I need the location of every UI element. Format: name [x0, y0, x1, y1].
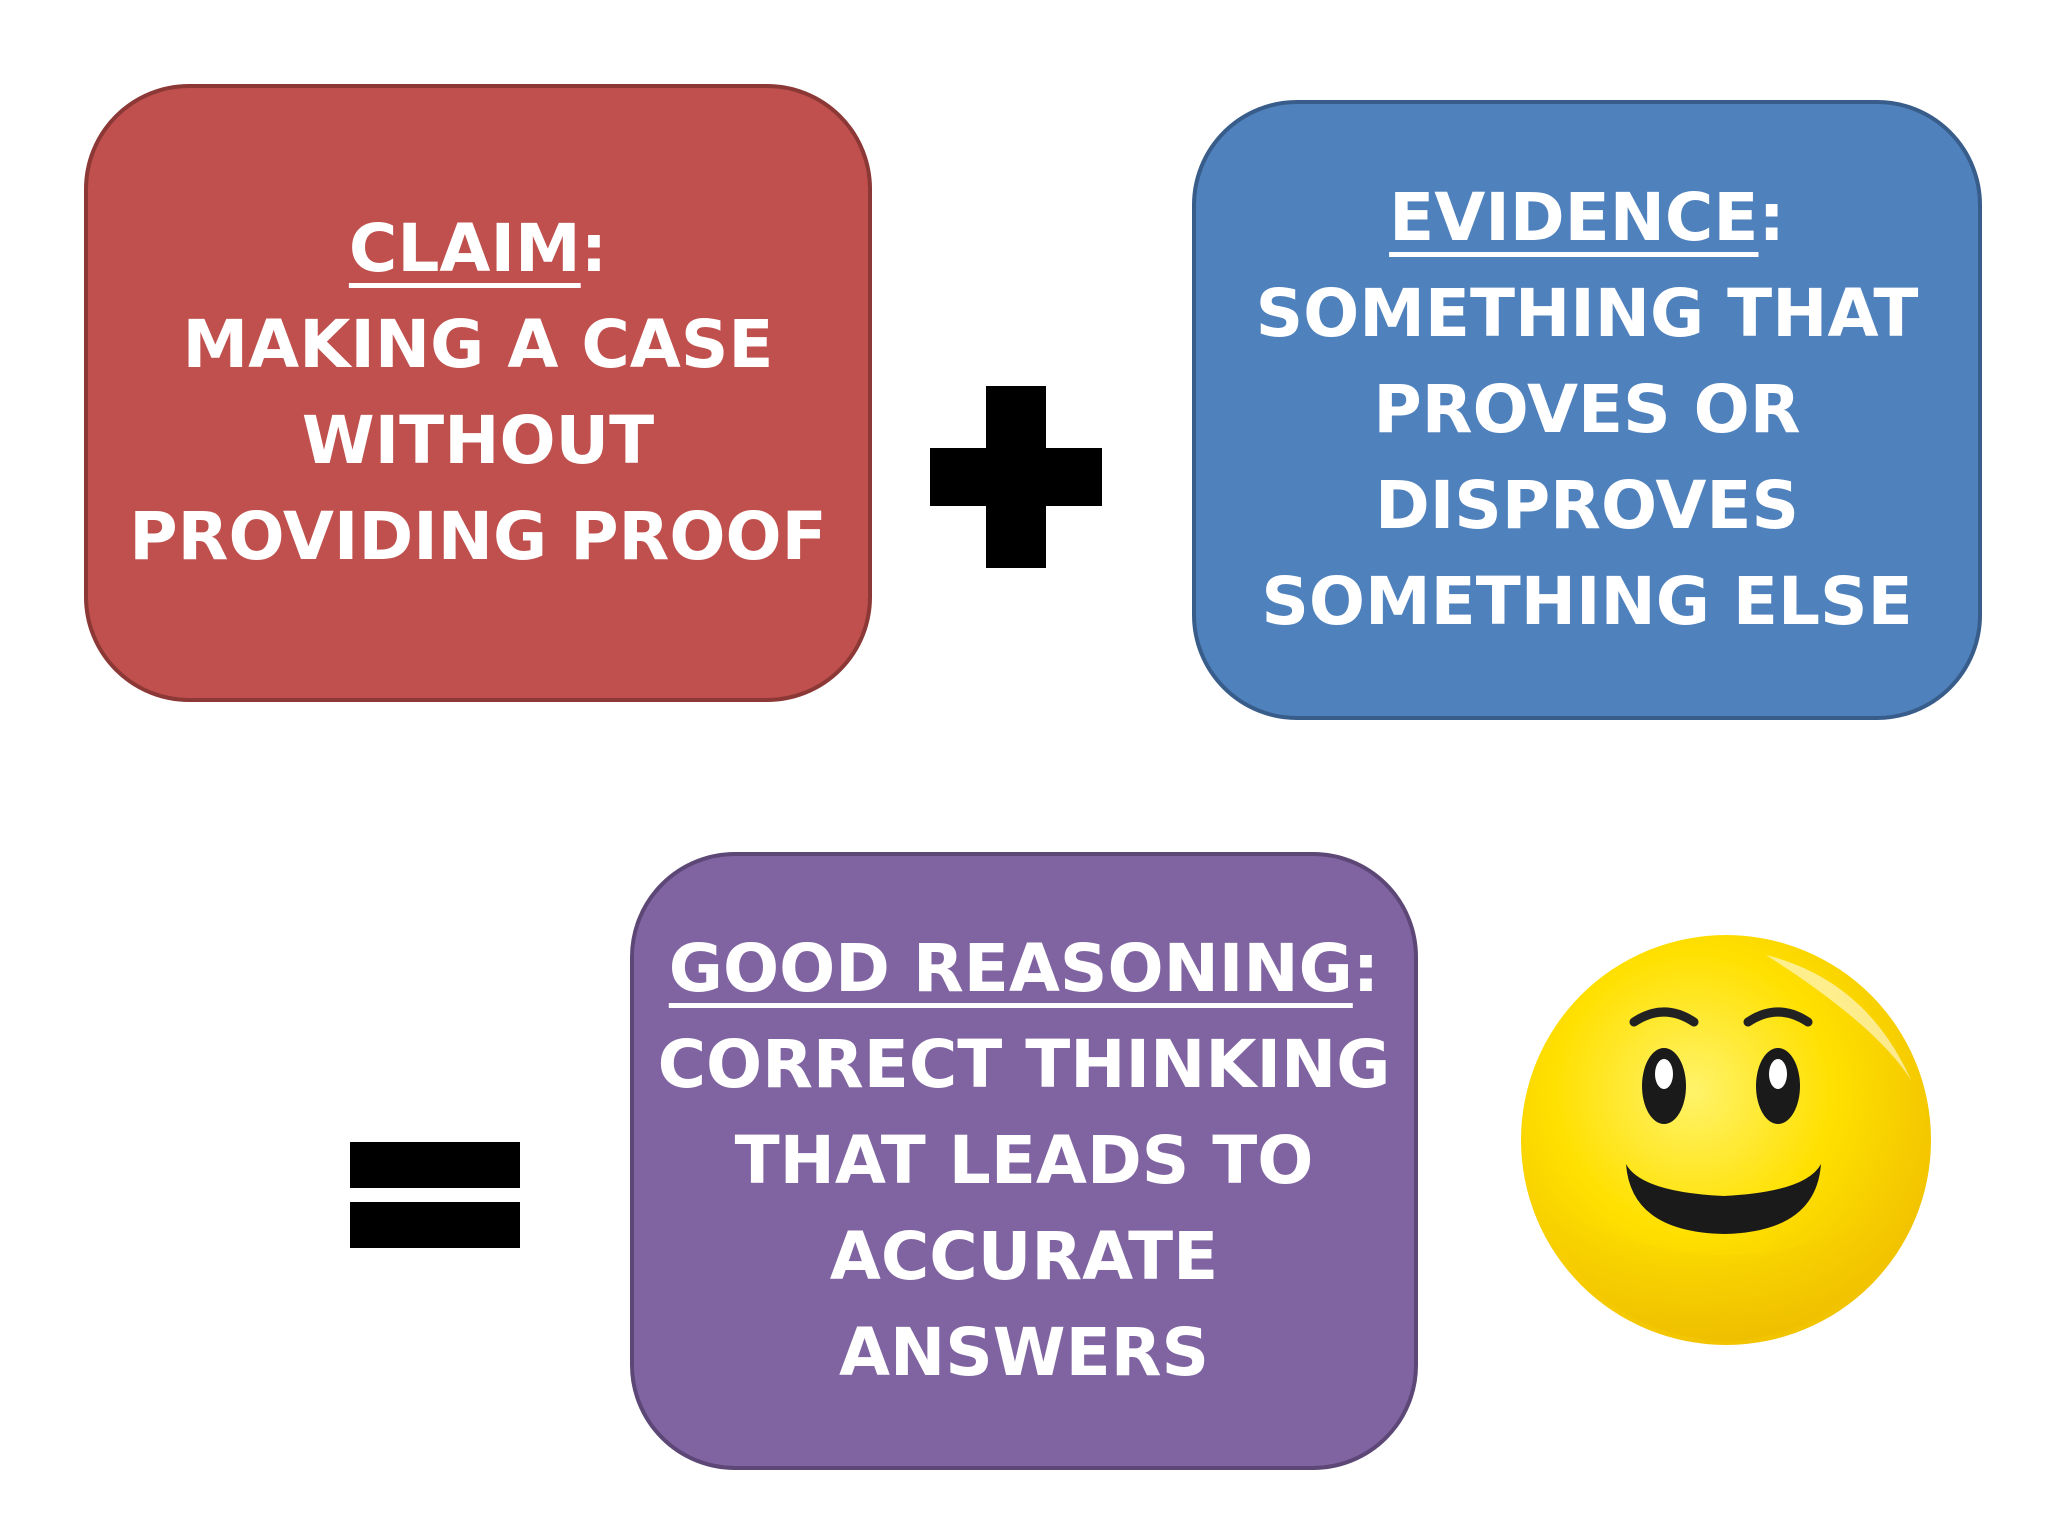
- reasoning-line: ANSWERS: [838, 1314, 1210, 1391]
- smiley-face-icon: [1521, 935, 1931, 1345]
- evidence-line: PROVES OR: [1373, 371, 1801, 448]
- claim-line: WITHOUT: [301, 402, 655, 479]
- smiley-left-brow: [1629, 1007, 1699, 1027]
- smiley-lower-shade: [1546, 1200, 1906, 1342]
- reasoning-box: GOOD REASONING: CORRECT THINKING THAT LE…: [630, 852, 1418, 1470]
- evidence-heading: EVIDENCE:: [1389, 179, 1785, 256]
- evidence-box: EVIDENCE: SOMETHING THAT PROVES OR DISPR…: [1192, 100, 1982, 720]
- reasoning-line: CORRECT THINKING: [657, 1026, 1391, 1103]
- claim-heading: CLAIM:: [348, 210, 608, 287]
- claim-box: CLAIM: MAKING A CASE WITHOUT PROVIDING P…: [84, 84, 872, 702]
- reasoning-heading: GOOD REASONING:: [668, 930, 1380, 1007]
- reasoning-line: THAT LEADS TO: [734, 1122, 1314, 1199]
- evidence-line: SOMETHING THAT: [1255, 275, 1919, 352]
- smiley-left-eye-shine: [1655, 1059, 1673, 1089]
- claim-line: MAKING A CASE: [182, 306, 774, 383]
- smiley-mouth: [1626, 1164, 1821, 1234]
- equals-sign-top-bar: [350, 1142, 520, 1188]
- claim-line: PROVIDING PROOF: [129, 498, 827, 575]
- plus-sign-horizontal-bar: [930, 448, 1102, 506]
- equals-sign-bottom-bar: [350, 1202, 520, 1248]
- reasoning-line: ACCURATE: [829, 1218, 1219, 1295]
- smiley-right-brow: [1743, 1007, 1813, 1027]
- evidence-line: SOMETHING ELSE: [1261, 563, 1913, 640]
- smiley-right-eye-shine: [1769, 1059, 1787, 1089]
- evidence-line: DISPROVES: [1374, 467, 1800, 544]
